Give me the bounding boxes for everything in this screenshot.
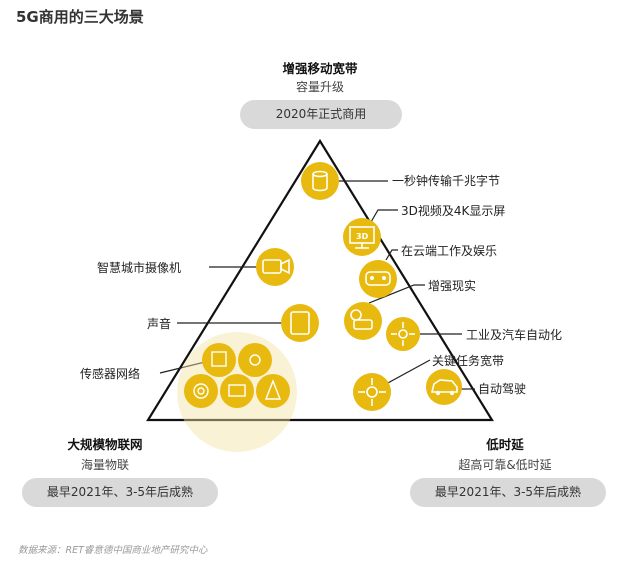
label-self-driving: 自动驾驶 [478, 382, 527, 396]
move-arrows-icon [353, 373, 391, 411]
label-critical-services: 关键任务宽带 [432, 354, 505, 368]
sensor-cluster-icon [177, 332, 297, 452]
right-heading: 低时延 [486, 437, 524, 452]
move-arrows-icon [386, 317, 420, 351]
label-smart-city-camera: 智慧城市摄像机 [97, 261, 182, 275]
label-industry-auto: 工业及汽车自动化 [466, 328, 563, 342]
vr-headset-icon [359, 260, 397, 298]
svg-text:3D: 3D [356, 232, 369, 241]
right-subheading: 超高可靠&低时延 [458, 458, 552, 472]
label-ar: 增强现实 [428, 279, 477, 293]
label-3d-video-4k: 3D视频及4K显示屏 [401, 204, 506, 218]
car-icon [426, 369, 462, 405]
label-sensor-network: 传感器网络 [80, 367, 141, 381]
camera-icon [256, 248, 294, 286]
left-subheading: 海量物联 [80, 458, 129, 472]
label-cloud-work-play: 在云端工作及娱乐 [401, 244, 498, 258]
page-title: 5G商用的三大场景 [16, 8, 144, 26]
pyramid-triangle [146, 138, 494, 422]
top-timeline-pill: 2020年正式商用 [240, 100, 402, 129]
ar-glasses-icon [344, 302, 382, 340]
database-icon [301, 162, 339, 200]
top-heading: 增强移动宽带 [282, 61, 358, 76]
tablet-icon [281, 304, 319, 342]
source-note: 数据来源：RET睿意德中国商业地产研究中心 [18, 545, 208, 556]
left-heading: 大规模物联网 [67, 437, 143, 452]
label-one-second-gb: 一秒钟传输千兆字节 [392, 174, 501, 188]
left-timeline-pill: 最早2021年、3-5年后成熟 [22, 478, 218, 507]
top-subheading: 容量升级 [295, 80, 344, 94]
right-timeline-pill: 最早2021年、3-5年后成熟 [410, 478, 606, 507]
label-voice: 声音 [147, 317, 172, 331]
3d-screen-icon: 3D [343, 218, 381, 256]
